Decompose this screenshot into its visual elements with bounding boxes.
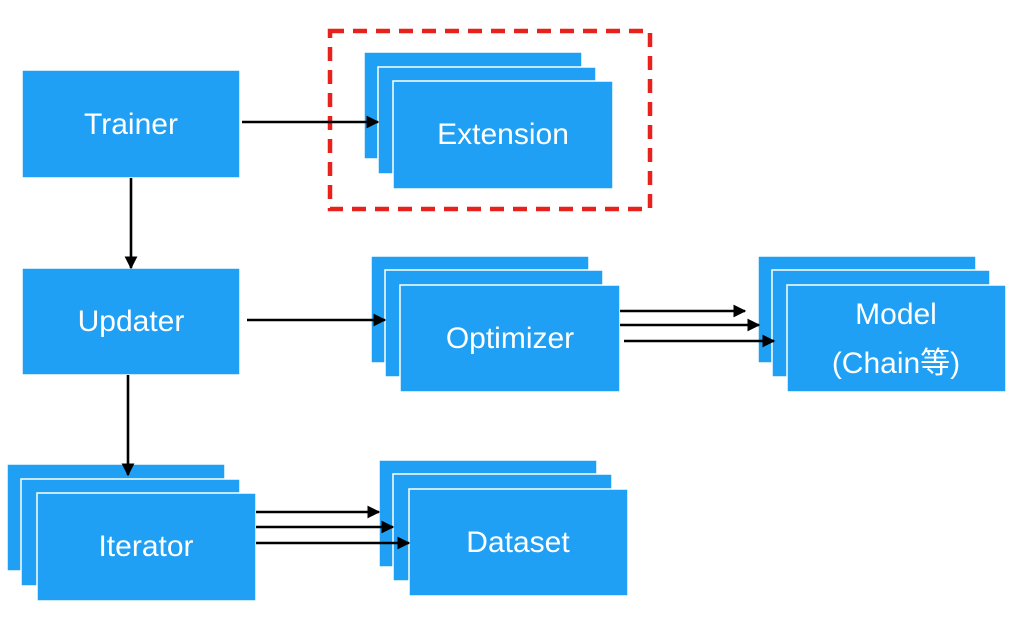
model-label-line1: Model: [855, 298, 937, 331]
iterator-node-stack: Iterator: [6, 463, 257, 602]
dataset-label: Dataset: [466, 526, 570, 559]
trainer-label: Trainer: [84, 108, 178, 141]
extension-label: Extension: [437, 118, 569, 151]
updater-label: Updater: [78, 305, 185, 338]
iterator-label: Iterator: [98, 530, 193, 563]
trainer-node: Trainer: [21, 69, 241, 179]
dataset-node-stack: Dataset: [378, 459, 629, 597]
extension-highlight-border: [327, 28, 653, 212]
extension-node-stack: Extension: [363, 51, 614, 190]
model-node-stack: Model (Chain等): [757, 255, 1007, 393]
optimizer-node-stack: Optimizer: [370, 255, 621, 393]
model-label-line2: (Chain等): [832, 347, 960, 380]
optimizer-label: Optimizer: [446, 322, 574, 355]
updater-node: Updater: [21, 267, 241, 376]
